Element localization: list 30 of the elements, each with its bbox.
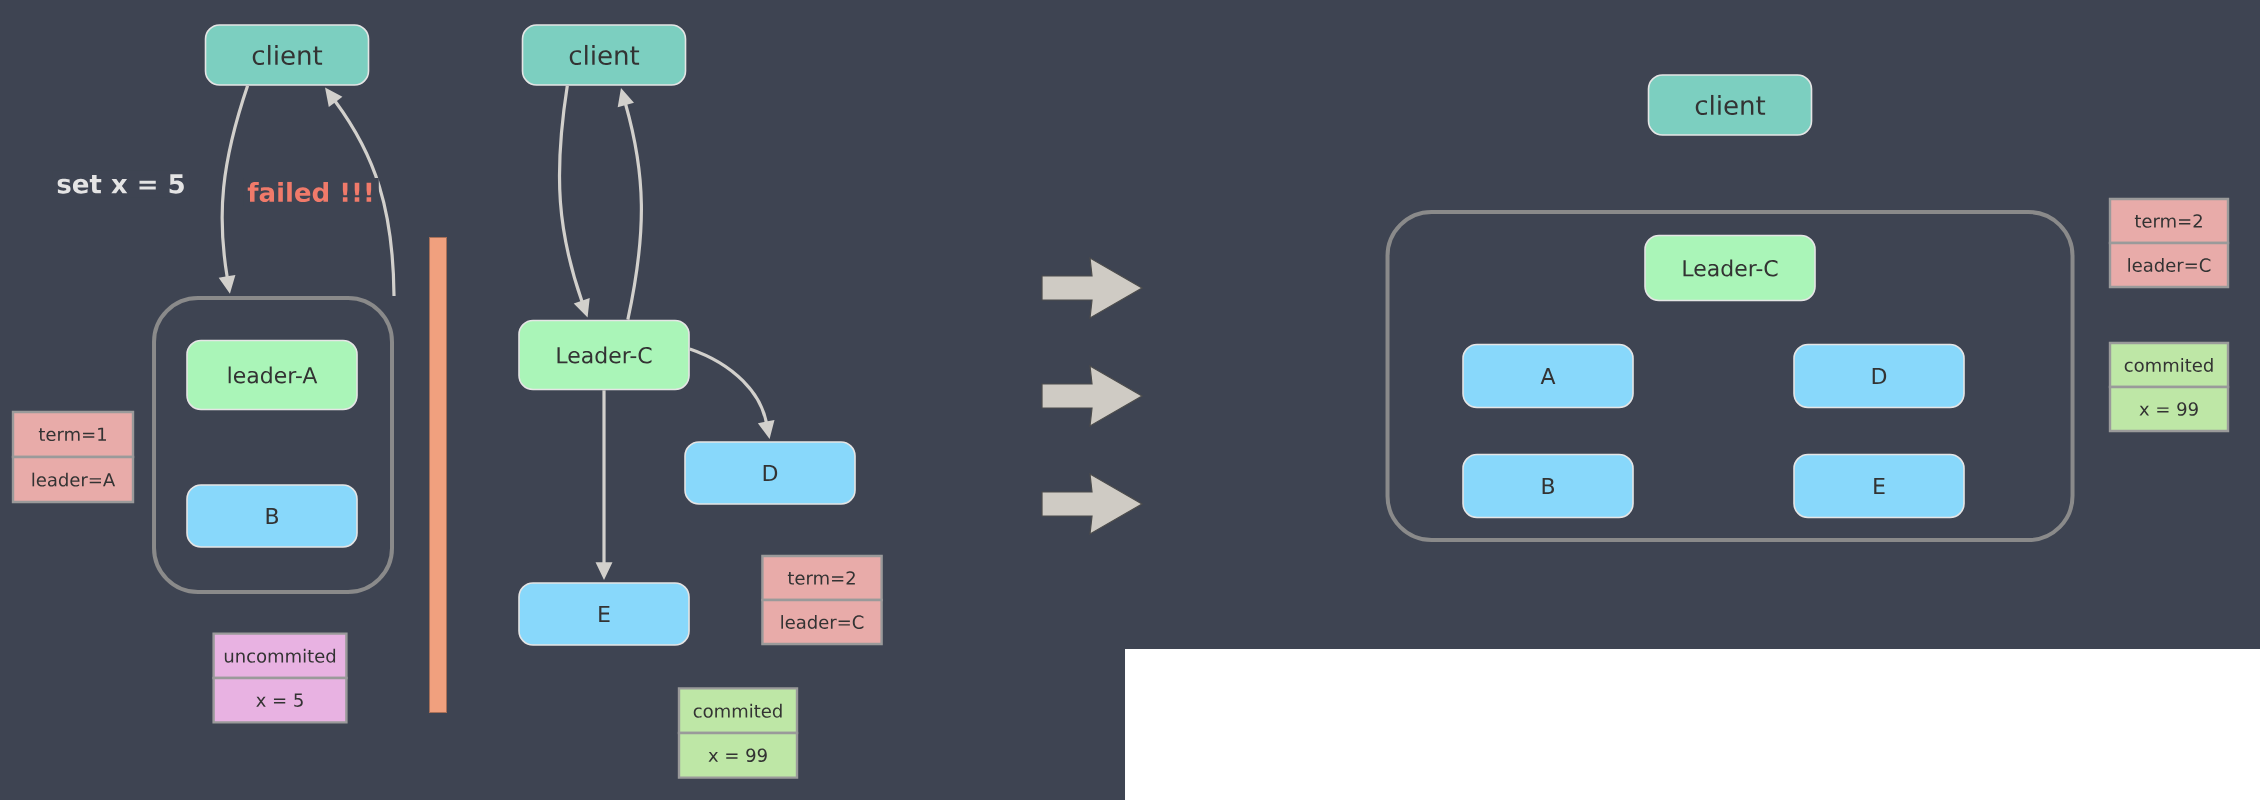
cluster-frame — [152, 296, 394, 594]
node-label: leader=C — [781, 615, 864, 629]
node-label: x = 99 — [708, 748, 767, 763]
server-box: A — [1462, 343, 1634, 409]
client-box: client — [521, 24, 687, 86]
server-box: D — [1793, 343, 1965, 409]
state-table: uncommited x = 5 — [212, 632, 348, 724]
server-box: B — [186, 484, 358, 548]
node-label: leader=A — [32, 472, 116, 487]
server-box: E — [1793, 453, 1965, 519]
leader-box: Leader-C — [1644, 234, 1816, 302]
state-table: commited x = 99 — [677, 687, 799, 779]
client-box: client — [204, 24, 370, 86]
state-table: commited x = 99 — [2108, 341, 2230, 433]
edge-label: set x = 5 — [52, 170, 190, 198]
client-box: client — [1647, 74, 1813, 136]
node-label: x = 99 — [2139, 402, 2198, 416]
leader-box: leader-A — [186, 339, 358, 411]
state-table: term=1 leader=A — [11, 410, 135, 504]
edge-label: failed !!! — [243, 177, 379, 207]
server-box: D — [684, 441, 856, 505]
server-box: E — [518, 582, 690, 646]
state-table: term=2 leader=C — [761, 554, 883, 646]
leader-box: Leader-C — [518, 319, 690, 391]
state-table: term=2 leader=C — [2108, 197, 2230, 289]
cluster-frame — [1385, 210, 2075, 542]
node-label: x = 5 — [256, 693, 303, 707]
divider-bar — [429, 237, 447, 713]
server-box: B — [1462, 453, 1634, 519]
node-label: leader=C — [2128, 258, 2211, 272]
